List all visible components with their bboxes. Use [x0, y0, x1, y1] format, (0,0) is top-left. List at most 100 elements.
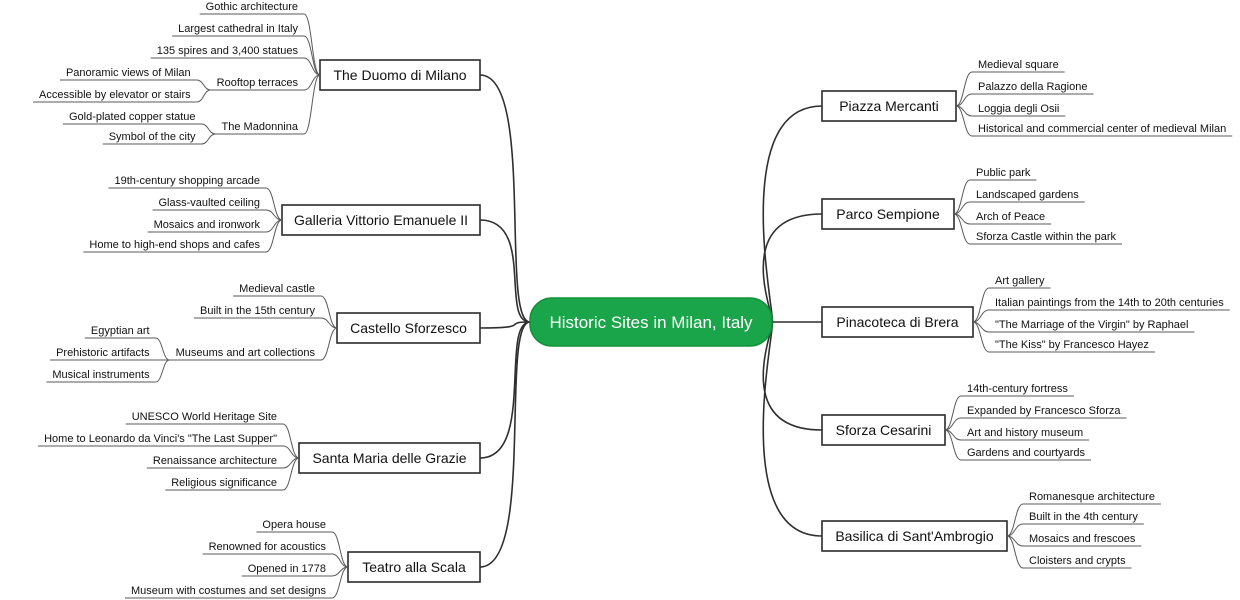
leaf-connector — [944, 417, 962, 431]
leaf-label: Panoramic views of Milan — [66, 67, 191, 79]
leaf-label: Glass-vaulted ceiling — [159, 197, 261, 209]
topic-grazie[interactable]: Santa Maria delle Grazie UNESCO World Her… — [38, 411, 481, 491]
leaf-italian-paintings-from-the-14th-to-20th-[interactable]: Italian paintings from the 14th to 20th … — [989, 297, 1230, 311]
leaf-connector — [303, 74, 321, 135]
leaf-palazzo-della-ragione[interactable]: Palazzo della Ragione — [972, 81, 1094, 95]
topic-galleria[interactable]: Galleria Vittorio Emanuele II19th-centur… — [83, 175, 481, 253]
connector-scala — [479, 321, 531, 568]
leaf-gothic-architecture[interactable]: Gothic architecture — [199, 1, 304, 15]
leaf-label: Symbol of the city — [109, 131, 196, 143]
leaf-romanesque-architecture[interactable]: Romanesque architecture — [1023, 491, 1161, 505]
leaf-expanded-by-francesco-sforza[interactable]: Expanded by Francesco Sforza — [961, 405, 1127, 419]
connector-castello — [479, 321, 531, 329]
leaf-unesco-world-heritage-site[interactable]: UNESCO World Heritage Site — [125, 411, 283, 425]
central-topic[interactable]: Historic Sites in Milan, Italy — [529, 297, 773, 347]
leaf-label: 135 spires and 3,400 statues — [157, 45, 299, 57]
leaf-built-in-the-4th-century[interactable]: Built in the 4th century — [1023, 511, 1144, 525]
leaf-mosaics-and-ironwork[interactable]: Mosaics and ironwork — [147, 219, 266, 233]
leaf-public-park[interactable]: Public park — [970, 167, 1037, 181]
leaf-connector — [955, 105, 973, 137]
leaf-connector — [972, 321, 990, 353]
leaf-historical-and-commercial-center-of-medi[interactable]: Historical and commercial center of medi… — [972, 123, 1233, 137]
leaf-label: Cloisters and crypts — [1029, 555, 1126, 567]
leaf-panoramic-views-of-milan[interactable]: Panoramic views of Milan — [59, 67, 197, 81]
leaf-label: Romanesque architecture — [1029, 491, 1155, 503]
topic-label: The Duomo di Milano — [333, 67, 466, 83]
central-topic-label: Historic Sites in Milan, Italy — [549, 313, 753, 332]
leaf-the-madonnina[interactable]: The Madonnina — [215, 121, 304, 135]
leaf-connector — [265, 209, 283, 221]
leaf-connector — [944, 429, 962, 461]
leaf-home-to-high-end-shops-and-cafes[interactable]: Home to high-end shops and cafes — [83, 239, 266, 253]
leaf-connector — [1006, 503, 1024, 537]
leaf-cloisters-and-crypts[interactable]: Cloisters and crypts — [1023, 555, 1132, 569]
topic-label: Teatro alla Scala — [362, 559, 466, 575]
leaf-label: Gardens and courtyards — [967, 447, 1086, 459]
leaf-medieval-square[interactable]: Medieval square — [972, 59, 1065, 73]
leaf-landscaped-gardens[interactable]: Landscaped gardens — [970, 189, 1085, 203]
connector-mercanti — [762, 105, 823, 323]
leaf-the-kiss-by-francesco-hayez[interactable]: "The Kiss" by Francesco Hayez — [989, 339, 1155, 353]
leaf-the-marriage-of-the-virgin-by-raphael[interactable]: "The Marriage of the Virgin" by Raphael — [989, 319, 1195, 333]
leaf-label: Gothic architecture — [206, 1, 298, 13]
leaf-sforza-castle-within-the-park[interactable]: Sforza Castle within the park — [970, 231, 1123, 245]
leaf-egyptian-art[interactable]: Egyptian art — [84, 325, 156, 339]
leaf-mosaics-and-frescoes[interactable]: Mosaics and frescoes — [1023, 533, 1142, 547]
leaf-19th-century-shopping-arcade[interactable]: 19th-century shopping arcade — [108, 175, 266, 189]
leaf-connector — [320, 317, 338, 329]
topic-duomo[interactable]: The Duomo di Milano Gothic architectureLa… — [33, 1, 481, 145]
leaf-gardens-and-courtyards[interactable]: Gardens and courtyards — [961, 447, 1092, 461]
leaf-renowned-for-acoustics[interactable]: Renowned for acoustics — [202, 541, 332, 555]
leaf-art-gallery[interactable]: Art gallery — [989, 275, 1051, 289]
leaf-14th-century-fortress[interactable]: 14th-century fortress — [961, 383, 1074, 397]
leaf-loggia-degli-osii[interactable]: Loggia degli Osii — [972, 103, 1066, 117]
topic-box — [298, 442, 481, 474]
leaf-religious-significance[interactable]: Religious significance — [165, 477, 283, 491]
topic-label: Santa Maria delle Grazie — [312, 450, 466, 466]
leaf-renaissance-architecture[interactable]: Renaissance architecture — [146, 455, 283, 469]
topic-label: Piazza Mercanti — [839, 98, 939, 114]
leaf-built-in-the-15th-century[interactable]: Built in the 15th century — [194, 305, 321, 319]
leaf-rooftop-terraces[interactable]: Rooftop terraces — [210, 77, 304, 91]
leaf-arch-of-peace[interactable]: Arch of Peace — [970, 211, 1052, 225]
leaf-135-spires-and-3-400-statues[interactable]: 135 spires and 3,400 statues — [150, 45, 304, 59]
sub-leaf-connector — [201, 123, 216, 135]
leaf-symbol-of-the-city[interactable]: Symbol of the city — [102, 131, 202, 145]
leaf-medieval-castle[interactable]: Medieval castle — [233, 283, 321, 297]
leaf-connector — [265, 219, 283, 253]
leaf-museums-and-art-collections[interactable]: Museums and art collections — [169, 347, 321, 361]
leaf-opened-in-1778[interactable]: Opened in 1778 — [241, 563, 332, 577]
leaf-glass-vaulted-ceiling[interactable]: Glass-vaulted ceiling — [152, 197, 267, 211]
sub-leaf-connector — [196, 89, 211, 103]
leaf-art-and-history-museum[interactable]: Art and history museum — [961, 427, 1090, 441]
leaf-accessible-by-elevator-or-stairs[interactable]: Accessible by elevator or stairs — [33, 89, 197, 103]
leaf-home-to-leonardo-da-vinci-s-the-last-sup[interactable]: Home to Leonardo da Vinci's "The Last Su… — [38, 433, 283, 447]
leaf-largest-cathedral-in-italy[interactable]: Largest cathedral in Italy — [172, 23, 304, 37]
sub-leaf-connector — [155, 359, 170, 383]
leaf-opera-house[interactable]: Opera house — [256, 519, 332, 533]
connector-ambrogio — [762, 321, 823, 537]
leaf-label: Built in the 15th century — [200, 305, 315, 317]
sub-leaf-connector — [196, 79, 211, 91]
leaf-prehistoric-artifacts[interactable]: Prehistoric artifacts — [50, 347, 156, 361]
leaf-musical-instruments[interactable]: Musical instruments — [46, 369, 156, 383]
leaf-connector — [953, 179, 971, 215]
leaf-connector — [282, 423, 300, 459]
leaf-gold-plated-copper-statue[interactable]: Gold-plated copper statue — [62, 111, 202, 125]
leaf-label: Historical and commercial center of medi… — [978, 123, 1226, 135]
leaf-connector — [265, 187, 283, 221]
leaf-museum-with-costumes-and-set-designs[interactable]: Museum with costumes and set designs — [124, 585, 332, 599]
